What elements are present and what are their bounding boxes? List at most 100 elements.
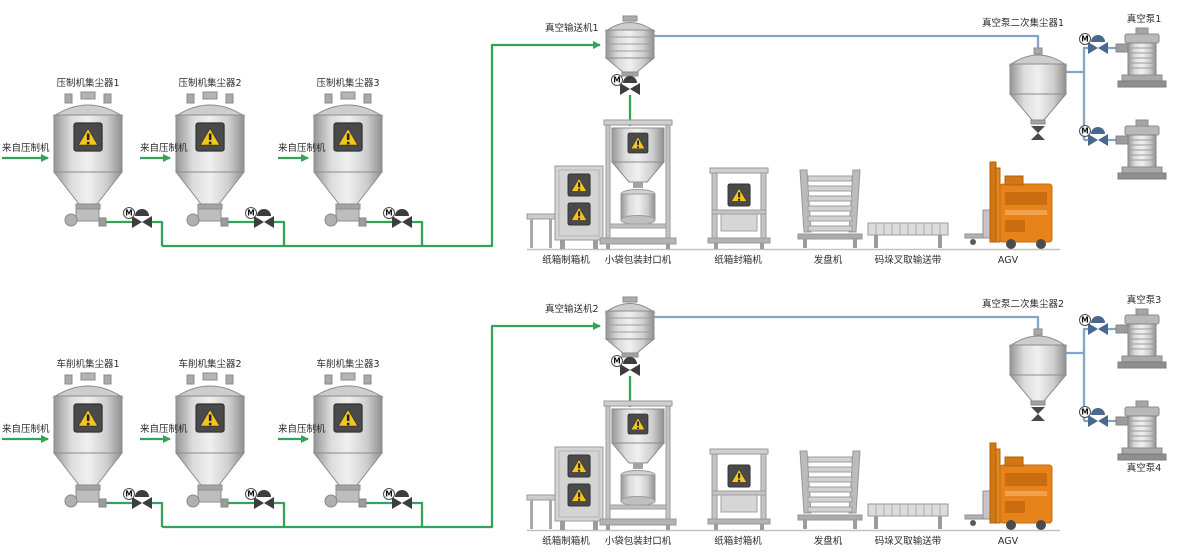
motor-valve[interactable]: M [1079,125,1109,147]
pipe-vacuum-blue [654,34,1116,142]
collector-label: 压制机集尘器1 [56,77,119,89]
source-label: 来自压制机 [2,423,50,435]
motor-valve[interactable]: M [123,207,153,229]
motor-valve[interactable]: M [123,488,153,510]
dust-collector-icon[interactable] [314,92,382,226]
dust-collector-icon[interactable] [176,92,244,226]
bag-sealing-machine-icon [600,120,676,249]
palletizing-conveyor-icon [867,222,949,249]
source-label: 来自压制机 [140,142,188,154]
process-line-top: 压制机集尘器1 压制机集尘器2 压制机集尘器3 来自压制机 来自压制机 来自压制… [2,13,1167,266]
equipment-label: 码垛叉取输送带 [875,535,942,547]
secondary-dust-collector-icon[interactable] [1009,47,1067,141]
vacuum-conveyor-label: 真空输送机1 [545,22,599,34]
agv-forklift-icon [964,161,1053,250]
equipment-label: 发盘机 [814,535,843,547]
dust-collector-icon[interactable] [314,373,382,507]
box-making-machine-icon [527,447,603,530]
motor-indicator [123,488,135,500]
motor-valve[interactable]: M [383,488,413,510]
source-label: 来自压制机 [278,423,326,435]
motor-indicator [383,488,395,500]
motor-label: M [247,209,254,218]
dust-collector-icon[interactable] [54,373,122,507]
valve-icon [1088,316,1108,335]
valve-icon [1088,408,1108,427]
motor-valve[interactable]: M [1079,314,1109,336]
source-label: 来自压制机 [140,423,188,435]
tray-dispenser-icon [797,169,863,249]
source-label: 来自压制机 [2,142,50,154]
valve-icon [392,209,412,228]
motor-label: M [247,490,254,499]
pipe-main-green [162,41,601,248]
equipment-label: 纸箱制箱机 [542,535,590,547]
collector-label: 车削机集尘器1 [56,358,119,370]
valve-icon [620,357,640,376]
motor-valve[interactable]: M [245,207,275,229]
pipe-collectors [106,376,632,527]
collector-label: 车削机集尘器2 [178,358,241,370]
valve-icon [620,76,640,95]
motor-indicator [611,74,623,86]
equipment-label: AGV [998,255,1019,266]
vacuum-conveyor-label: 真空输送机2 [545,303,599,315]
motor-indicator [123,207,135,219]
pump-label: 真空泵4 [1127,462,1162,474]
pipe-main-green [162,322,601,529]
valve-icon [1088,35,1108,54]
vacuum-pump-icon[interactable] [1115,400,1167,461]
valve-icon [1088,127,1108,146]
motor-label: M [125,490,132,499]
motor-valve[interactable]: M [245,488,275,510]
equipment-label: 纸箱封箱机 [714,254,762,266]
valve-icon [132,209,152,228]
equipment-label: 纸箱制箱机 [542,254,590,266]
source-label: 来自压制机 [278,142,326,154]
process-line-bottom: 车削机集尘器1 车削机集尘器2 车削机集尘器3 来自压制机 来自压制机 来自压制… [2,294,1167,547]
vacuum-pump-icon[interactable] [1115,308,1167,369]
motor-indicator [1079,33,1091,45]
motor-indicator [1079,314,1091,326]
motor-indicator [1079,406,1091,418]
secondary-dust-collector-icon[interactable] [1009,328,1067,422]
motor-valve[interactable]: M [383,207,413,229]
secondary-collector-label: 真空泵二次集尘器2 [982,298,1064,310]
motor-label: M [1081,127,1088,136]
motor-valve[interactable]: M [1079,406,1109,428]
vacuum-pump-icon[interactable] [1115,27,1167,88]
motor-valve[interactable]: M [1079,33,1109,55]
vacuum-receiver-icon[interactable] [605,15,655,77]
motor-label: M [1081,35,1088,44]
palletizing-conveyor-icon [867,503,949,530]
equipment-label: 小袋包装封口机 [605,254,672,266]
motor-label: M [385,490,392,499]
motor-valve[interactable]: M [611,355,641,377]
motor-valve[interactable]: M [611,74,641,96]
pump-label: 真空泵1 [1127,13,1162,25]
pipe-collectors [106,95,632,246]
motor-indicator [1079,125,1091,137]
valve-icon [132,490,152,509]
equipment-label: AGV [998,536,1019,547]
bag-sealing-machine-icon [600,401,676,530]
motor-indicator [245,488,257,500]
valve-icon [392,490,412,509]
carton-sealer-icon [708,168,770,249]
dust-collector-icon[interactable] [176,373,244,507]
vacuum-receiver-icon[interactable] [605,296,655,358]
tray-dispenser-icon [797,450,863,530]
motor-label: M [1081,316,1088,325]
valve-icon [254,490,274,509]
motor-label: M [385,209,392,218]
equipment-label: 码垛叉取输送带 [875,254,942,266]
vacuum-pump-icon[interactable] [1115,119,1167,180]
motor-indicator [611,355,623,367]
collector-label: 车削机集尘器3 [316,358,379,370]
equipment-label: 小袋包装封口机 [605,535,672,547]
dust-collector-icon[interactable] [54,92,122,226]
equipment-label: 纸箱封箱机 [714,535,762,547]
motor-label: M [613,357,620,366]
motor-indicator [383,207,395,219]
